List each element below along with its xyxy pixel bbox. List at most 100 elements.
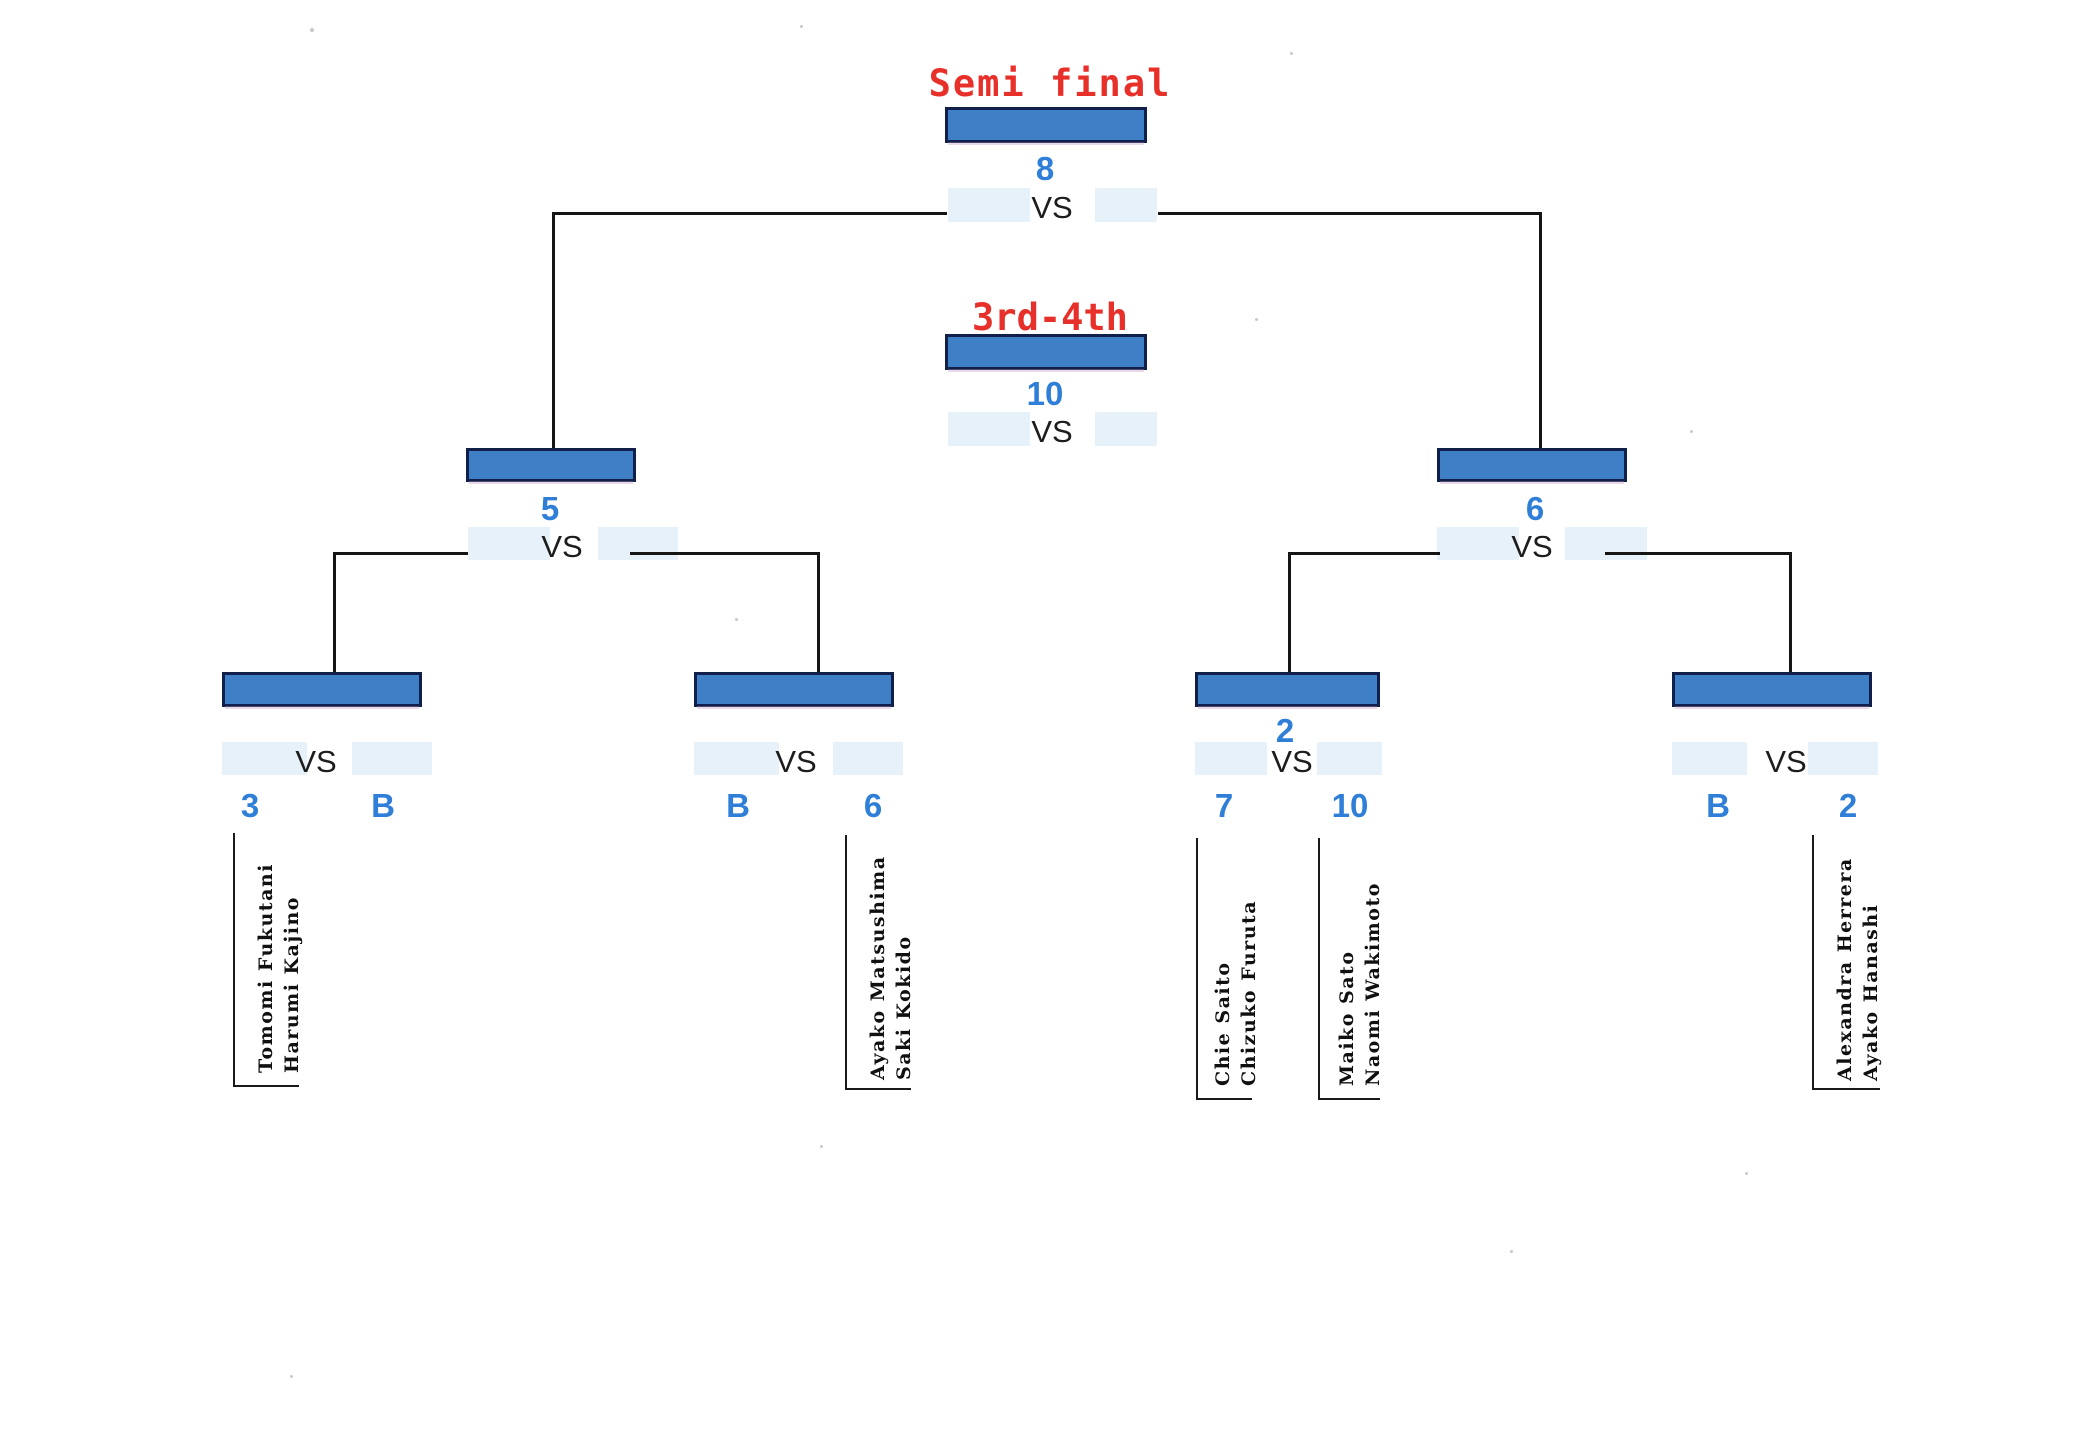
bracket-connector-semifinal-horizontal (552, 212, 947, 215)
player-name: Chie Saito (1212, 961, 1234, 1086)
team-bracket-vertical-line (233, 833, 235, 1087)
semifinal-left-match-bar[interactable] (466, 448, 636, 484)
quarterfinal-3-match-bar[interactable] (1195, 672, 1380, 709)
quarterfinal-4-left-team-slot[interactable] (1672, 742, 1747, 775)
semifinal-left-vs-label: VS (541, 529, 583, 564)
quarterfinal-3-right-label: 10 (1331, 787, 1369, 824)
scan-speck (800, 25, 803, 28)
player-name: Alexandra Herrera (1834, 857, 1856, 1081)
quarterfinal-3-left-team-box: Chie Saito Chizuko Furuta (1196, 838, 1260, 1100)
team-player-names: Tomomi Fukutani Harumi Kajino (233, 833, 303, 1087)
team-player-names: Ayako Matsushima Saki Kokido (845, 835, 915, 1090)
bracket-connector-qf-right-pair-horizontal (1288, 552, 1440, 555)
quarterfinal-3-court-number: 2 (1275, 712, 1295, 749)
scan-speck (1255, 318, 1258, 321)
bracket-connector-qf4-drop (1789, 552, 1792, 676)
team-bracket-vertical-line (1318, 838, 1320, 1100)
player-name: Harumi Kajino (281, 896, 303, 1073)
third-place-left-team-slot[interactable] (948, 412, 1030, 446)
semifinal-court-number: 8 (1035, 150, 1055, 187)
bracket-connector-semifinal-right-drop (1539, 212, 1542, 452)
player-name: Saki Kokido (893, 935, 915, 1080)
quarterfinal-4-left-label: B (1706, 787, 1730, 824)
quarterfinal-3-right-team-box: Maiko Sato Naomi Wakimoto (1318, 838, 1384, 1100)
third-place-round-title: 3rd-4th (972, 296, 1128, 339)
quarterfinal-4-vs-label: VS (1765, 744, 1807, 779)
bracket-connector-qf2-drop (817, 552, 820, 676)
quarterfinal-2-right-team-slot[interactable] (833, 742, 903, 775)
bracket-connector-semifinal-horizontal (1158, 212, 1542, 215)
semifinal-vs-label: VS (1031, 190, 1073, 225)
semifinal-left-court-number: 5 (540, 490, 560, 527)
scan-speck (1690, 430, 1693, 433)
team-bracket-vertical-line (845, 835, 847, 1090)
quarterfinal-1-match-bar[interactable] (222, 672, 422, 709)
quarterfinal-2-match-bar[interactable] (694, 672, 894, 709)
player-name: Maiko Sato (1336, 950, 1358, 1087)
team-bracket-bottom-line (1196, 1098, 1252, 1100)
bracket-connector-qf-left-pair-horizontal (630, 552, 820, 555)
quarterfinal-2-left-team-slot[interactable] (694, 742, 779, 775)
quarterfinal-2-left-label: B (726, 787, 750, 824)
player-name: Ayako Matsushima (867, 855, 889, 1080)
quarterfinal-4-right-label: 2 (1838, 787, 1858, 824)
quarterfinal-2-right-label: 6 (863, 787, 883, 824)
quarterfinal-3-right-team-slot[interactable] (1317, 742, 1382, 775)
quarterfinal-1-vs-label: VS (295, 744, 337, 779)
team-bracket-bottom-line (233, 1085, 299, 1087)
third-place-match-bar[interactable] (945, 334, 1147, 372)
third-place-right-team-slot[interactable] (1095, 412, 1157, 446)
third-place-court-number: 10 (1026, 375, 1064, 412)
team-bracket-bottom-line (845, 1088, 911, 1090)
scan-speck (1510, 1250, 1513, 1253)
team-bracket-vertical-line (1812, 835, 1814, 1090)
team-bracket-bottom-line (1318, 1098, 1380, 1100)
bracket-connector-qf3-drop (1288, 552, 1291, 676)
quarterfinal-4-match-bar[interactable] (1672, 672, 1872, 709)
semifinal-right-team-slot[interactable] (1095, 188, 1157, 222)
quarterfinal-1-right-label: B (371, 787, 395, 824)
quarterfinal-1-right-team-slot[interactable] (352, 742, 432, 775)
player-name: Naomi Wakimoto (1362, 882, 1384, 1086)
quarterfinal-1-left-team-slot[interactable] (222, 742, 307, 775)
scan-speck (820, 1145, 823, 1148)
semifinal-right-team-a-slot[interactable] (1437, 527, 1519, 560)
bracket-connector-qf-right-pair-horizontal (1605, 552, 1792, 555)
quarterfinal-3-left-team-slot[interactable] (1195, 742, 1267, 775)
team-bracket-bottom-line (1812, 1088, 1880, 1090)
team-bracket-vertical-line (1196, 838, 1198, 1100)
team-player-names: Alexandra Herrera Ayako Hanashi (1812, 835, 1882, 1090)
semifinal-right-court-number: 6 (1525, 490, 1545, 527)
quarterfinal-2-right-team-box: Ayako Matsushima Saki Kokido (845, 835, 915, 1090)
semifinal-left-team-a-slot[interactable] (468, 527, 550, 560)
quarterfinal-3-left-label: 7 (1214, 787, 1234, 824)
semifinal-right-vs-label: VS (1511, 529, 1553, 564)
semifinal-right-team-b-slot[interactable] (1565, 527, 1647, 560)
quarterfinal-1-left-label: 3 (240, 787, 260, 824)
team-player-names: Chie Saito Chizuko Furuta (1196, 838, 1260, 1100)
player-name: Ayako Hanashi (1860, 903, 1882, 1081)
semifinal-round-title: Semi final (928, 62, 1172, 105)
third-place-vs-label: VS (1031, 414, 1073, 449)
quarterfinal-4-right-team-slot[interactable] (1808, 742, 1878, 775)
semifinal-left-team-b-slot[interactable] (598, 527, 678, 560)
team-player-names: Maiko Sato Naomi Wakimoto (1318, 838, 1384, 1100)
bracket-connector-qf1-drop (333, 552, 336, 676)
semifinal-left-team-slot[interactable] (948, 188, 1030, 222)
player-name: Chizuko Furuta (1238, 899, 1260, 1086)
scan-speck (1290, 52, 1293, 55)
bracket-connector-qf-left-pair-horizontal (333, 552, 468, 555)
scan-speck (290, 1375, 293, 1378)
quarterfinal-1-left-team-box: Tomomi Fukutani Harumi Kajino (233, 833, 303, 1087)
quarterfinal-2-vs-label: VS (775, 744, 817, 779)
bracket-connector-semifinal-left-drop (552, 212, 555, 452)
scan-speck (310, 28, 314, 32)
semifinal-match-bar[interactable] (945, 107, 1147, 145)
scan-speck (735, 618, 738, 621)
quarterfinal-4-right-team-box: Alexandra Herrera Ayako Hanashi (1812, 835, 1882, 1090)
semifinal-right-match-bar[interactable] (1437, 448, 1627, 484)
quarterfinal-3-vs-label: VS (1271, 744, 1313, 779)
scan-speck (1745, 1172, 1748, 1175)
